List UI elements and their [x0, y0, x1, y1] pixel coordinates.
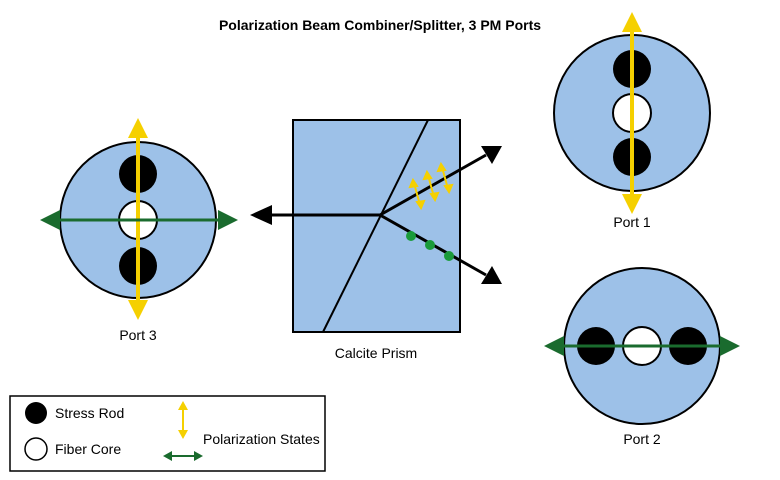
port-3-label: Port 3: [119, 327, 157, 343]
polarization-vertical-arrow: [622, 12, 642, 214]
calcite-prism: [250, 119, 502, 333]
diagram-title: Polarization Beam Combiner/Splitter, 3 P…: [219, 17, 541, 33]
port-2-label: Port 2: [623, 431, 661, 447]
legend-fiber-core-label: Fiber Core: [55, 441, 121, 457]
fiber-core-legend-icon: [24, 437, 48, 461]
legend-polarization-states-label: Polarization States: [203, 431, 320, 447]
port-2-fiber: [544, 267, 740, 425]
port-3-fiber: [40, 118, 238, 320]
port-1-label: Port 1: [613, 214, 651, 230]
combined-beam: [250, 205, 380, 225]
yellow-polarization-legend-icon: [178, 401, 188, 439]
upper-beam: [379, 146, 502, 217]
green-polarization-legend-icon: [163, 451, 203, 461]
polarization-horizontal-arrow: [544, 336, 740, 356]
lower-beam-polarization-dots: [406, 231, 454, 261]
port-1-fiber: [553, 12, 711, 214]
legend: Stress Rod Fiber Core Polarization State…: [9, 395, 326, 472]
prism-label: Calcite Prism: [335, 345, 417, 361]
prism-interface: [322, 119, 429, 333]
upper-beam-polarization-markers: [408, 161, 454, 211]
stress-rod-legend-icon: [25, 402, 47, 424]
legend-stress-rod-label: Stress Rod: [55, 405, 124, 421]
polarization-horizontal-arrow: [40, 210, 238, 230]
